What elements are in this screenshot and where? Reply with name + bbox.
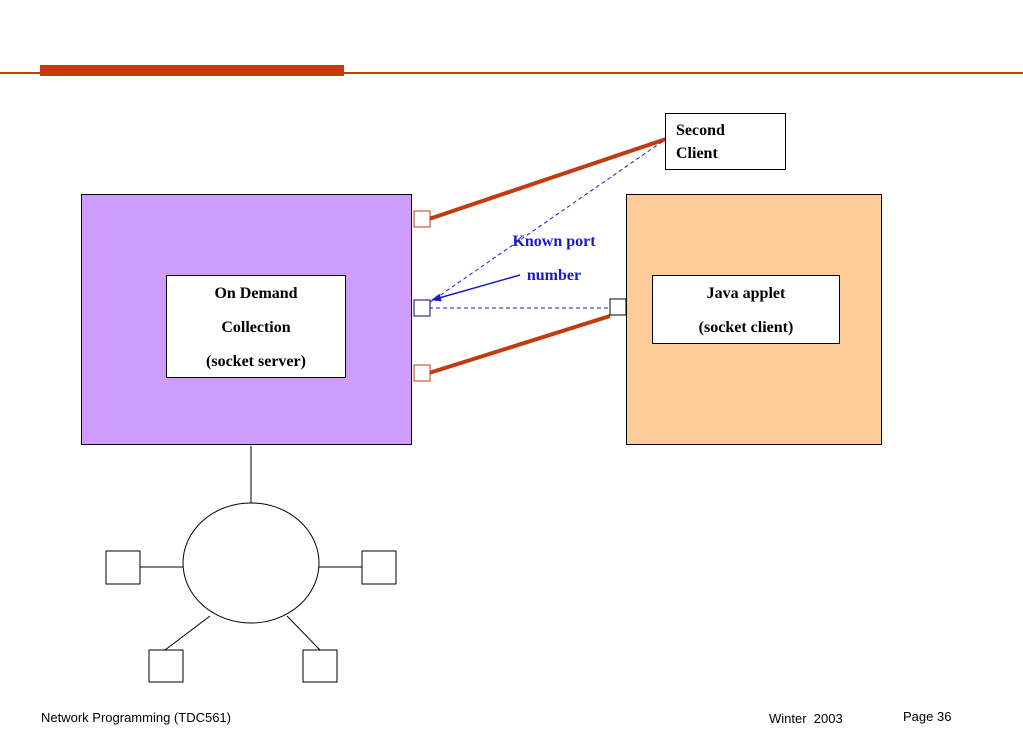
network-node-left: [105, 550, 141, 585]
footer-course: Network Programming (TDC561): [41, 710, 231, 725]
applet-label-line2: (socket client): [698, 319, 794, 336]
applet-port: [609, 298, 627, 316]
server-label-line2: Collection: [221, 319, 291, 336]
server-label-line1: On Demand: [214, 285, 298, 302]
header-accent-bar: [40, 65, 344, 76]
connection-second-client: [428, 137, 667, 221]
second-client-line1: Second: [676, 122, 725, 139]
second-client-box: Second Client: [665, 113, 786, 170]
annotation-line1: Known port: [512, 233, 596, 250]
network-link-bottom-right: [286, 615, 321, 651]
port-arrow: [431, 274, 521, 302]
server-port-listening: [413, 299, 431, 317]
network-node-bottom-right: [302, 649, 338, 683]
server-label: On Demand Collection (socket server): [166, 275, 346, 378]
applet-label-line1: Java applet: [706, 285, 786, 302]
applet-label: Java applet (socket client): [652, 275, 840, 344]
network-hub: [182, 502, 320, 624]
connection-applet: [428, 314, 611, 375]
network-node-bottom-left: [148, 649, 184, 683]
footer-term: Winter 2003: [769, 711, 843, 726]
annotation-line2: number: [526, 267, 582, 284]
server-port-top: [413, 210, 431, 228]
network-link-bottom-left: [164, 615, 211, 651]
second-client-line2: Client: [676, 145, 718, 162]
dashed-line-second-client: [428, 138, 667, 304]
server-label-line3: (socket server): [206, 353, 306, 370]
network-node-right: [361, 550, 397, 585]
server-port-bottom: [413, 364, 431, 382]
header-rule: [0, 72, 1023, 74]
footer-page-number: Page 36: [903, 709, 952, 724]
